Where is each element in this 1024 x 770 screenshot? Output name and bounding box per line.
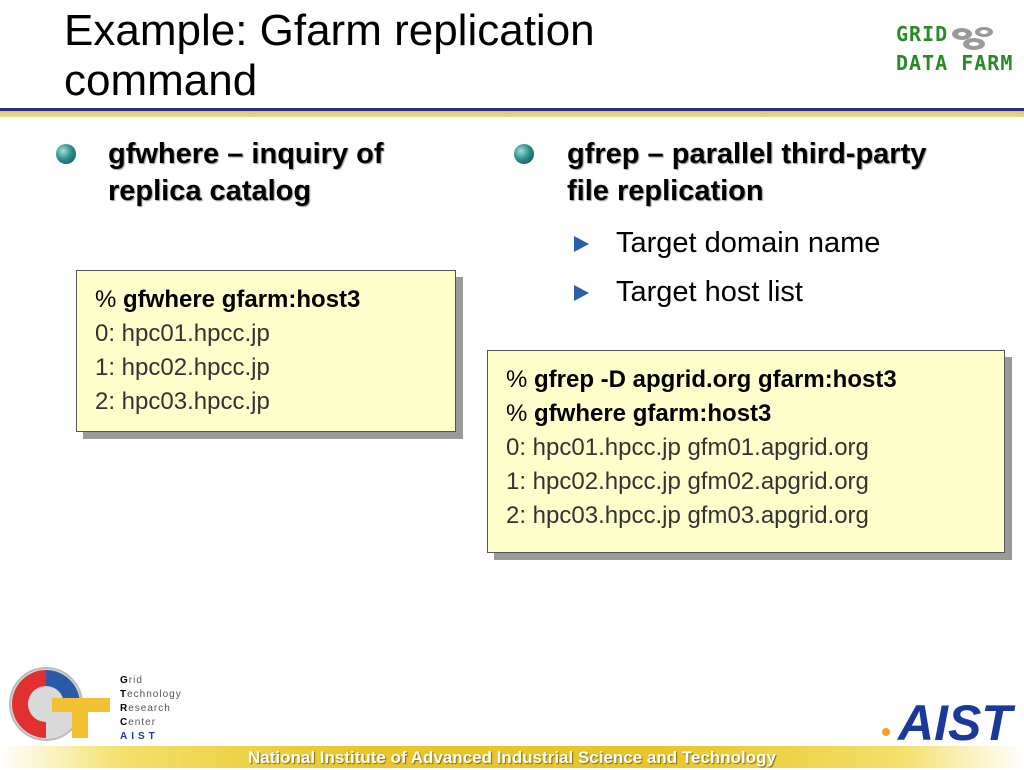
grid-data-farm-logo: GRID DATA FARM	[896, 20, 1013, 78]
output-line: 0: hpc01.hpcc.jp	[95, 320, 270, 347]
sub-bullet-arrow-icon	[574, 236, 589, 252]
bullet-sphere-icon	[56, 144, 76, 164]
bullet-sphere-icon	[514, 144, 534, 164]
command-text: gfwhere gfarm:host3	[123, 286, 361, 313]
aist-logo-text: AIST	[896, 695, 1016, 746]
output-line: 0: hpc01.hpcc.jp gfm01.apgrid.org	[506, 434, 869, 461]
output-line: 2: hpc03.hpcc.jp gfm03.apgrid.org	[506, 502, 869, 529]
footer-band	[0, 746, 1024, 768]
slide-title: Example: Gfarm replication command	[64, 6, 595, 105]
output-line: 1: hpc02.hpcc.jp	[95, 354, 270, 381]
output-line: 1: hpc02.hpcc.jp gfm02.apgrid.org	[506, 468, 869, 495]
title-divider	[0, 108, 1024, 117]
gtrc-wordmark: Grid Technology Research Center AIST	[120, 675, 182, 742]
bullet-text: gfrep – parallel third-party	[567, 138, 927, 170]
farm-cluster-icon	[952, 27, 993, 50]
subitem-target-domain: Target domain name	[616, 227, 881, 259]
command-line: % gfrep -D apgrid.org gfarm:host3	[506, 363, 986, 397]
prompt: %	[506, 400, 535, 427]
bullet-text: gfwhere – inquiry of	[108, 138, 384, 170]
command-text: gfrep -D apgrid.org gfarm:host3	[534, 366, 897, 393]
gtrc-logo-icon	[9, 667, 110, 741]
aist-logo-icon: AIST	[882, 695, 1016, 746]
bullet-text: file replication	[567, 175, 764, 207]
footer-text: National Institute of Advanced Industria…	[247, 748, 777, 767]
sub-bullet-arrow-icon	[574, 285, 589, 301]
command-line: % gfwhere gfarm:host3	[95, 283, 437, 317]
command-text: gfwhere gfarm:host3	[534, 400, 772, 427]
prompt: %	[95, 286, 124, 313]
bullet-gfwhere: gfwhere – inquiry of replica catalog	[108, 136, 384, 210]
code-box-gfrep: % gfrep -D apgrid.org gfarm:host3 % gfwh…	[487, 350, 1005, 553]
prompt: %	[506, 366, 535, 393]
logo-text-grid: GRID	[896, 22, 949, 46]
command-line: % gfwhere gfarm:host3	[506, 397, 986, 431]
bullet-gfrep: gfrep – parallel third-party file replic…	[567, 136, 926, 210]
output-line: 2: hpc03.hpcc.jp	[95, 388, 270, 415]
code-box-gfwhere: % gfwhere gfarm:host3 0: hpc01.hpcc.jp 1…	[76, 270, 456, 432]
subitem-target-host-list: Target host list	[616, 276, 803, 308]
logo-text-data-farm: DATA FARM	[896, 51, 1014, 75]
bullet-text: replica catalog	[108, 175, 312, 207]
